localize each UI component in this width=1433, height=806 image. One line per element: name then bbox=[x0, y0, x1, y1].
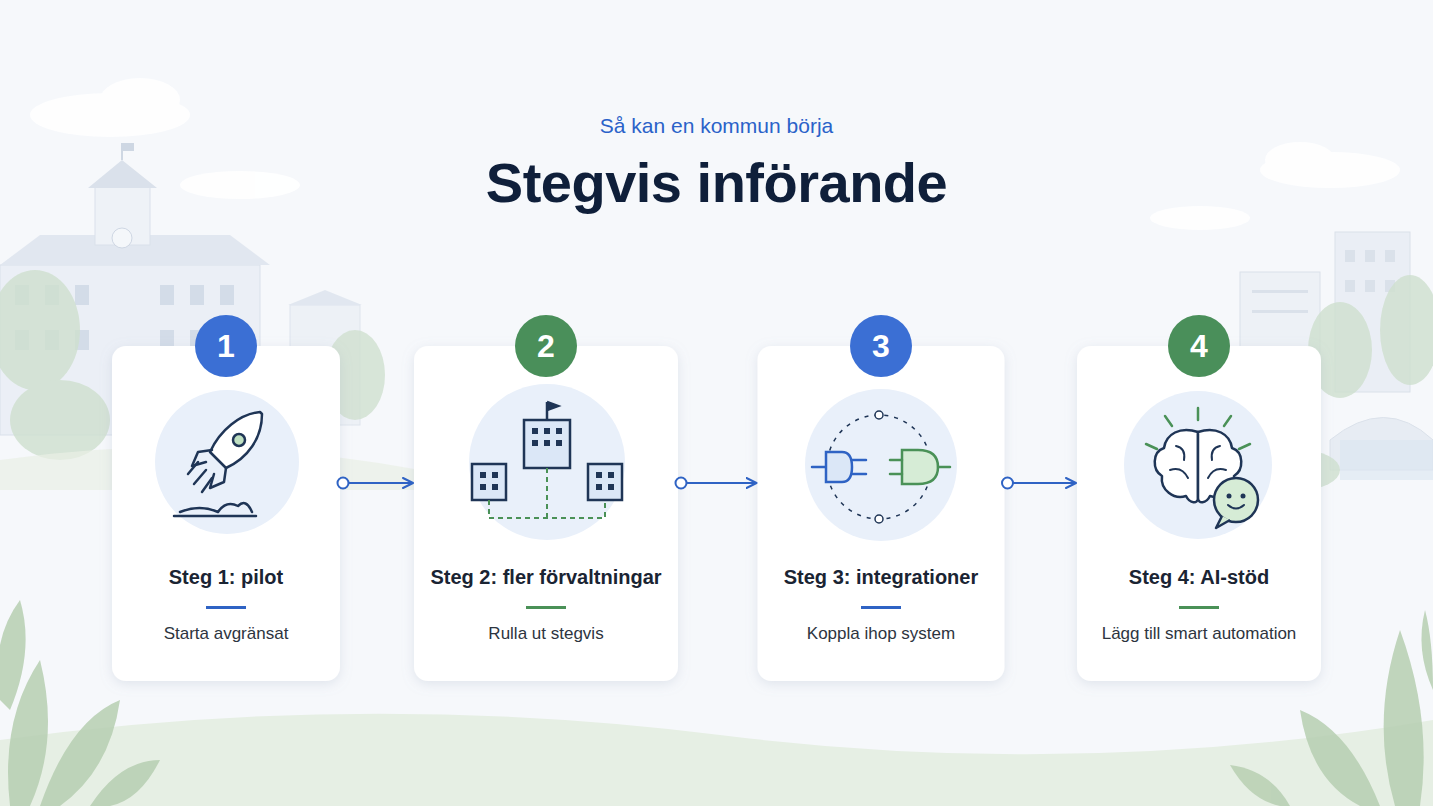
step-number: 2 bbox=[537, 328, 555, 365]
flow-arrow bbox=[1008, 482, 1077, 484]
card-background bbox=[758, 346, 1005, 681]
step-number-badge: 1 bbox=[195, 315, 257, 377]
step-heading: Steg 4: AI-stöd bbox=[1129, 564, 1269, 590]
step-icons bbox=[155, 384, 1272, 541]
step-description: Lägg till smart automation bbox=[1102, 623, 1297, 645]
step-description: Rulla ut stegvis bbox=[488, 623, 603, 645]
hills bbox=[0, 714, 1433, 806]
step-number-badge: 2 bbox=[515, 315, 577, 377]
card-background bbox=[414, 346, 678, 681]
underline-bar bbox=[206, 606, 246, 609]
underline-bar bbox=[1179, 606, 1219, 609]
step-number: 1 bbox=[217, 328, 235, 365]
step-description: Starta avgränsat bbox=[164, 623, 289, 645]
underline-bar bbox=[861, 606, 901, 609]
step-heading: Steg 1: pilot bbox=[169, 564, 283, 590]
step-card: Steg 4: AI-stödLägg till smart automatio… bbox=[1077, 346, 1321, 681]
ai-brain-icon bbox=[1124, 391, 1272, 539]
step-heading: Steg 3: integrationer bbox=[784, 564, 978, 590]
plug-icon bbox=[805, 389, 957, 541]
flow-arrow bbox=[681, 482, 757, 484]
step-heading: Steg 2: fler förvaltningar bbox=[430, 564, 661, 590]
card-background bbox=[1077, 346, 1321, 681]
step-number-badge: 4 bbox=[1168, 315, 1230, 377]
rocket-icon bbox=[155, 390, 299, 534]
subtitle-label: Så kan en kommun börja bbox=[0, 114, 1433, 138]
diagram-title: Stegvis införande bbox=[0, 150, 1433, 215]
step-number: 4 bbox=[1190, 328, 1208, 365]
step-number: 3 bbox=[872, 328, 890, 365]
step-card: Steg 2: fler förvaltningarRulla ut stegv… bbox=[414, 346, 678, 681]
step-card: Steg 3: integrationerKoppla ihop system3 bbox=[758, 346, 1005, 681]
underline-bar bbox=[526, 606, 566, 609]
card-background bbox=[112, 346, 340, 681]
buildings-icon bbox=[469, 384, 625, 540]
step-description: Koppla ihop system bbox=[807, 623, 955, 645]
river bbox=[1340, 440, 1433, 480]
step-card: Steg 1: pilotStarta avgränsat1 bbox=[112, 346, 340, 681]
step-number-badge: 3 bbox=[850, 315, 912, 377]
flow-arrow bbox=[343, 482, 413, 484]
